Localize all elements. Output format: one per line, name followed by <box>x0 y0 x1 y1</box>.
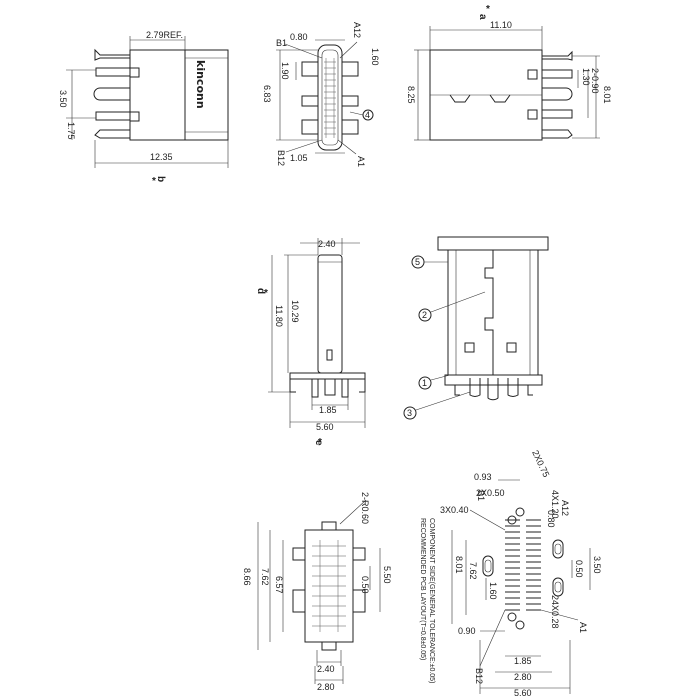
dim-080-pcb: 0.80 <box>546 510 556 528</box>
callout-1: 1 <box>422 378 427 388</box>
dim-185: 1.85 <box>319 405 337 415</box>
pcb-hole <box>507 515 517 525</box>
dim-762: 7.62 <box>260 568 270 586</box>
dim-1029: 10.29 <box>290 300 300 323</box>
dim-560: 5.60 <box>316 422 334 432</box>
callout-5: 5 <box>415 257 420 267</box>
callout-b: b <box>155 176 166 182</box>
dim-866: 8.66 <box>242 568 252 586</box>
callout-2: 2 <box>422 310 427 320</box>
pcb-slot <box>482 555 494 577</box>
contacts-row <box>324 58 336 138</box>
dim-280-bottom: 2.80 <box>317 682 335 692</box>
dim-801-pcb: 8.01 <box>454 556 464 574</box>
callout-e: e <box>313 440 324 446</box>
dim-2x050: 2X0.50 <box>476 488 505 498</box>
dim-130: 1.30 <box>581 68 591 86</box>
dim-279ref: 2.79REF. <box>146 30 183 40</box>
dim-657: 6.57 <box>274 576 284 594</box>
dim-560-pcb: 5.60 <box>514 688 532 698</box>
dim-1110: 11.10 <box>490 20 512 30</box>
dim-190: 1.90 <box>280 62 290 80</box>
dim-280-pcb: 2.80 <box>514 672 532 682</box>
star-d: * <box>264 288 268 299</box>
dim-240: 2.40 <box>318 239 336 249</box>
dim-24x028: 24X0.28 <box>550 595 560 629</box>
star-e: * <box>318 437 322 448</box>
dim-2-r060: 2-R0.60 <box>360 492 370 524</box>
dim-090-pcb: 0.90 <box>458 626 476 636</box>
dim-050: 0.50 <box>360 576 370 594</box>
dim-350-pcb: 3.50 <box>592 556 602 574</box>
dim-683: 6.83 <box>262 85 272 103</box>
dim-160: 1.60 <box>370 48 380 66</box>
dim-2-090: 2-0.90 <box>590 68 600 94</box>
label-b1: B1 <box>276 38 287 48</box>
view-bottom: 2-R0.60 8.66 7.62 6.57 5.50 0.50 2.40 2.… <box>242 492 392 692</box>
dim-2x075: 2X0.75 <box>530 449 551 479</box>
dim-080: 0.80 <box>290 32 308 42</box>
pcb-hole <box>507 612 517 622</box>
view-pcb-layout: RECOMMENDED PCB LAYOUT(T=0.8±0.05) COMPO… <box>419 449 602 698</box>
view-side-logo: kinconn 2.79REF. 3.50 1.75 12.35 b * <box>58 30 229 187</box>
callout-3: 3 <box>407 408 412 418</box>
pcb-slot <box>552 539 564 559</box>
star-a: * <box>486 4 490 15</box>
view-front-face: 0.80 B1 A12 1.60 1.90 6.83 1.05 B12 A1 4 <box>262 22 380 167</box>
dim-550: 5.50 <box>382 566 392 584</box>
dim-801: 8.01 <box>602 86 612 104</box>
dim-350: 3.50 <box>58 90 68 108</box>
dim-1180: 11.80 <box>274 305 284 327</box>
label-a12-pcb: A12 <box>560 500 570 516</box>
dim-1235: 12.35 <box>150 152 173 162</box>
view-side-profile: 2.40 10.29 11.80 d * 1.85 5.60 e * <box>255 238 366 448</box>
note-pcb-layout: RECOMMENDED PCB LAYOUT(T=0.8±0.05) <box>419 518 426 660</box>
dim-105: 1.05 <box>290 153 308 163</box>
label-b12-pcb: B12 <box>474 668 484 684</box>
pad-rows <box>505 519 541 611</box>
note-component-side: COMPONENT SIDE(GENERAL TOLERANCE:±0.05) <box>428 518 435 683</box>
pcb-hole <box>515 620 525 630</box>
label-b1-pcb: B1 <box>476 490 486 501</box>
label-b12: B12 <box>276 150 286 166</box>
callout-4: 4 <box>365 110 370 120</box>
label-a1: A1 <box>356 156 366 167</box>
callout-d: d <box>255 288 266 294</box>
dim-175: 1.75 <box>66 122 76 140</box>
dim-3x040: 3X0.40 <box>440 505 469 515</box>
callout-circle-2 <box>418 308 432 322</box>
view-top: 11.10 a * 8.25 8.01 1.30 2-0.90 <box>406 4 612 141</box>
pcb-hole <box>515 507 525 517</box>
callout-a: a <box>477 14 488 20</box>
dim-240-bottom: 2.40 <box>317 664 335 674</box>
dim-185-pcb: 1.85 <box>514 656 532 666</box>
label-a12: A12 <box>352 22 362 38</box>
callout-circle-1 <box>418 376 432 390</box>
dim-4x120: 4X1.20 <box>550 490 560 519</box>
dim-825: 8.25 <box>406 86 416 104</box>
dim-093: 0.93 <box>474 472 492 482</box>
dim-050-pcb: 0.50 <box>574 560 584 578</box>
label-a1-pcb: A1 <box>578 622 588 633</box>
pcb-slot <box>552 577 564 597</box>
dim-762-pcb: 7.62 <box>468 562 478 580</box>
star-b: * <box>152 176 156 187</box>
callout-circle-3 <box>403 406 417 420</box>
view-assembly: 5 2 1 3 <box>403 236 549 420</box>
brand-logo: kinconn <box>194 60 207 109</box>
dim-160-pcb: 1.60 <box>488 582 498 600</box>
